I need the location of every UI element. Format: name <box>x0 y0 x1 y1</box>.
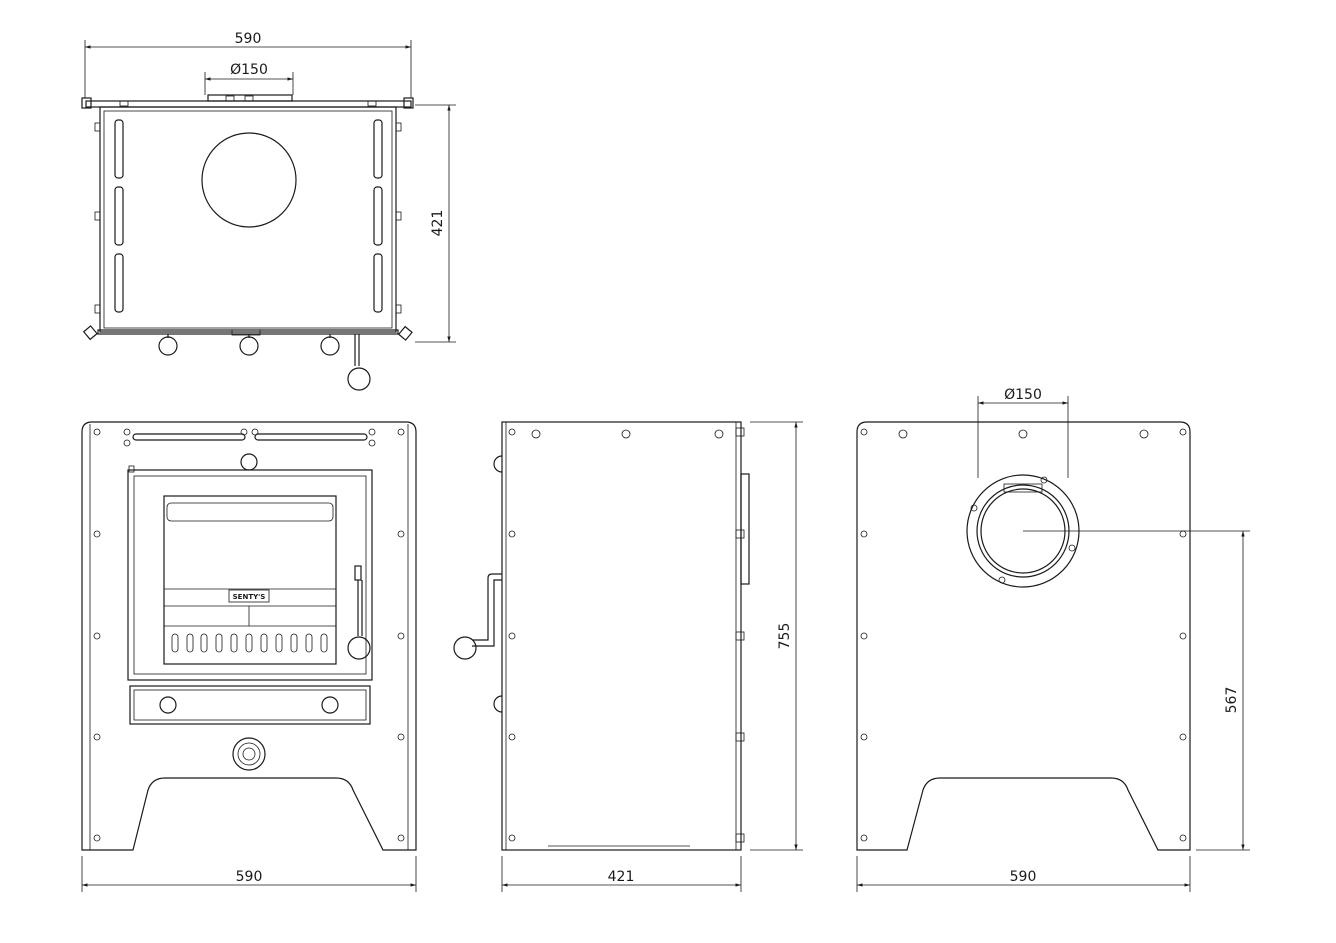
dim-rear-width: 590 <box>1010 869 1037 885</box>
bolt-head <box>94 211 101 221</box>
dim-side-depth: 421 <box>608 869 635 885</box>
side-left-bolts <box>508 428 516 842</box>
corner-bolt <box>82 325 98 341</box>
front-bracket <box>231 329 261 336</box>
rear-view: Ø150 567 590 <box>856 387 1250 892</box>
side-knob-profile <box>493 455 503 473</box>
dim-top-depth: 421 <box>430 210 446 237</box>
baffle-plate <box>166 502 334 522</box>
air-slot <box>373 253 383 313</box>
air-slot <box>114 186 124 246</box>
bolt-head <box>395 122 402 132</box>
top-air-slot <box>132 433 246 441</box>
air-slot <box>114 253 124 313</box>
ash-grate-slots <box>171 633 328 653</box>
bolt-head <box>94 304 101 314</box>
top-body-inner <box>103 110 393 329</box>
control-knob <box>158 336 178 356</box>
bolt-head <box>367 100 377 107</box>
bolt-head <box>395 304 402 314</box>
control-knob <box>239 336 259 356</box>
corner-bolt <box>81 97 92 109</box>
rear-body-outline <box>856 421 1191 851</box>
side-body-outline <box>501 421 742 851</box>
dim-front-width: 590 <box>236 869 263 885</box>
dim-top-flue: Ø150 <box>230 62 268 78</box>
door-handle-knob <box>347 367 371 391</box>
brand-emblem <box>232 737 266 771</box>
bolt-head <box>119 100 129 107</box>
door-frame-inner <box>133 475 367 675</box>
bolt-head <box>225 95 235 102</box>
control-knob <box>320 336 340 356</box>
dim-rear-flue-height: 567 <box>1224 687 1240 714</box>
top-control-knob <box>240 453 258 471</box>
ash-drawer <box>129 685 371 725</box>
door-handle-knob <box>347 636 371 660</box>
front-side-bolts <box>93 428 405 842</box>
dim-side-height: 755 <box>777 623 793 650</box>
air-slot <box>114 119 124 179</box>
front-view: SENTY'S 590 <box>81 421 417 892</box>
rear-bolts <box>860 428 1187 842</box>
door-frame <box>127 469 373 681</box>
bolt-head <box>94 122 101 132</box>
corner-bolt <box>397 325 413 341</box>
rear-flue-damper <box>1003 483 1043 493</box>
side-handle-knob <box>453 636 477 660</box>
side-handle <box>472 573 502 647</box>
drawer-knob <box>159 696 177 714</box>
top-view: 590 Ø150 421 <box>81 31 456 391</box>
top-flue-outlet <box>201 132 297 228</box>
front-body-outline <box>81 421 417 851</box>
corner-bolt <box>403 97 414 109</box>
door-latch <box>354 565 362 581</box>
side-knob-profile <box>493 695 503 713</box>
dim-top-width: 590 <box>235 31 262 47</box>
rear-flue-collar <box>740 473 750 585</box>
top-body-outline <box>99 106 397 333</box>
brand-label: SENTY'S <box>233 593 266 601</box>
side-right-bolts <box>735 427 745 843</box>
brand-plate <box>228 589 270 603</box>
side-view: 421 755 <box>453 421 803 892</box>
top-air-slot <box>254 433 368 441</box>
air-slot <box>373 186 383 246</box>
dim-rear-flue: Ø150 <box>1004 387 1042 403</box>
drawer-knob <box>321 696 339 714</box>
bolt-head <box>244 95 254 102</box>
bolt-head <box>395 211 402 221</box>
door-glass <box>163 495 337 665</box>
top-rail <box>85 100 412 108</box>
air-slot <box>373 119 383 179</box>
